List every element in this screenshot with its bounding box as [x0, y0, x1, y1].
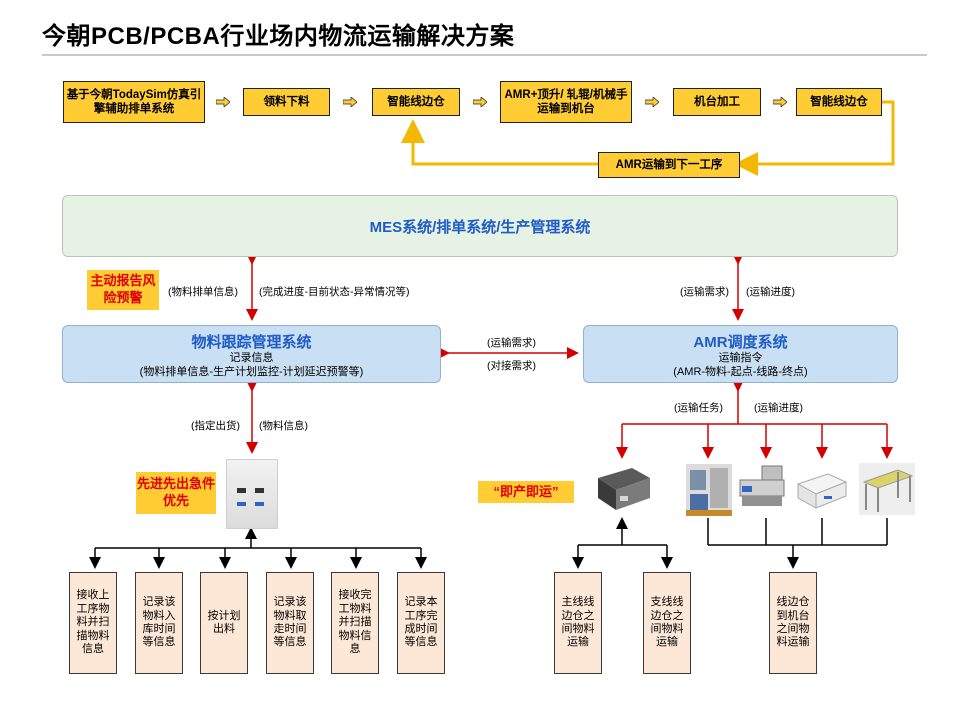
amr-robot-machine-image — [686, 464, 732, 516]
info-box-branch-line: 支线线边仓之间物料运输 — [643, 572, 691, 674]
material-tracking-line2: (物料排单信息-生产计划监控-计划延迟预警等) — [139, 365, 364, 378]
flow-arrow-4-icon — [645, 97, 659, 107]
amr-dispatch-line1: 运输指令 — [718, 352, 763, 364]
label-material-schedule: (物料排单信息) — [168, 286, 238, 298]
info-box-receive-scan: 接收上工序物料并扫描物料信息 — [69, 572, 117, 674]
label-material-info: (物料信息) — [259, 420, 308, 432]
title-divider — [42, 54, 927, 56]
storage-cabinet-image — [226, 459, 278, 529]
risk-warning-label: 主动报告风险预警 — [87, 270, 159, 310]
amr-dispatch-line2: (AMR-物料-起点-线路-终点) — [673, 365, 808, 378]
label-transport-demand-mid: (运输需求) — [487, 337, 536, 349]
instant-transport-label: “即产即运” — [478, 481, 574, 503]
page-title: 今朝PCB/PCBA行业场内物流运输解决方案 — [42, 23, 515, 50]
amr-robot-small-image — [796, 473, 848, 509]
fifo-priority-label: 先进先出急件优先 — [136, 472, 216, 514]
material-tracking-system-box: 物料跟踪管理系统 记录信息 (物料排单信息-生产计划监控-计划延迟预警等) — [62, 325, 441, 383]
label-transport-progress-bottom: (运输进度) — [754, 402, 803, 414]
conveyor-rack-image — [859, 463, 915, 515]
mes-system-box: MES系统/排单系统/生产管理系统 — [62, 195, 898, 257]
label-transport-progress-top: (运输进度) — [746, 286, 795, 298]
flow-return-transport: AMR运输到下一工序 — [598, 152, 740, 178]
label-docking-demand: (对接需求) — [487, 360, 536, 372]
label-progress-status: (完成进度-目前状态-异常情况等) — [259, 286, 410, 298]
label-assign-out: (指定出货) — [191, 420, 240, 432]
material-tracking-title: 物料跟踪管理系统 — [191, 334, 312, 351]
info-box-receive-finished: 接收完工物料并扫描物料信息 — [331, 572, 379, 674]
info-box-main-line: 主线线边仓之间物料运输 — [554, 572, 602, 674]
flow-step-material: 领料下料 — [243, 88, 330, 116]
info-box-record-inbound: 记录该物料入库时间等信息 — [135, 572, 183, 674]
info-box-warehouse-to-machine: 线边仓到机台之间物料运输 — [769, 572, 817, 674]
info-box-record-pickup: 记录该物料取走时间等信息 — [266, 572, 314, 674]
flow-arrow-3-icon — [473, 97, 487, 107]
label-transport-task: (运输任务) — [674, 402, 723, 414]
amr-robot-large-image — [598, 468, 650, 510]
flow-arrow-5-icon — [773, 97, 787, 107]
flow-step-amr-transport: AMR+顶升/ 轧辊/机械手运输到机台 — [500, 81, 632, 123]
label-transport-demand-top: (运输需求) — [680, 286, 729, 298]
amr-dispatch-title: AMR调度系统 — [693, 334, 788, 351]
flow-arrow-2-icon — [343, 97, 357, 107]
flow-step-warehouse-1: 智能线边仓 — [372, 88, 460, 116]
info-box-record-completion: 记录本工序完成时间等信息 — [397, 572, 445, 674]
amr-robot-cart-image — [739, 465, 785, 506]
flow-step-warehouse-2: 智能线边仓 — [796, 88, 882, 116]
flow-arrow-1-icon — [216, 97, 230, 107]
info-box-planned-output: 按计划出料 — [200, 572, 248, 674]
material-tracking-line1: 记录信息 — [229, 352, 274, 364]
amr-dispatch-system-box: AMR调度系统 运输指令 (AMR-物料-起点-线路-终点) — [583, 325, 898, 383]
flow-step-machining: 机台加工 — [673, 88, 761, 116]
flow-step-schedule: 基于今朝TodaySim仿真引擎辅助排单系统 — [63, 81, 205, 123]
